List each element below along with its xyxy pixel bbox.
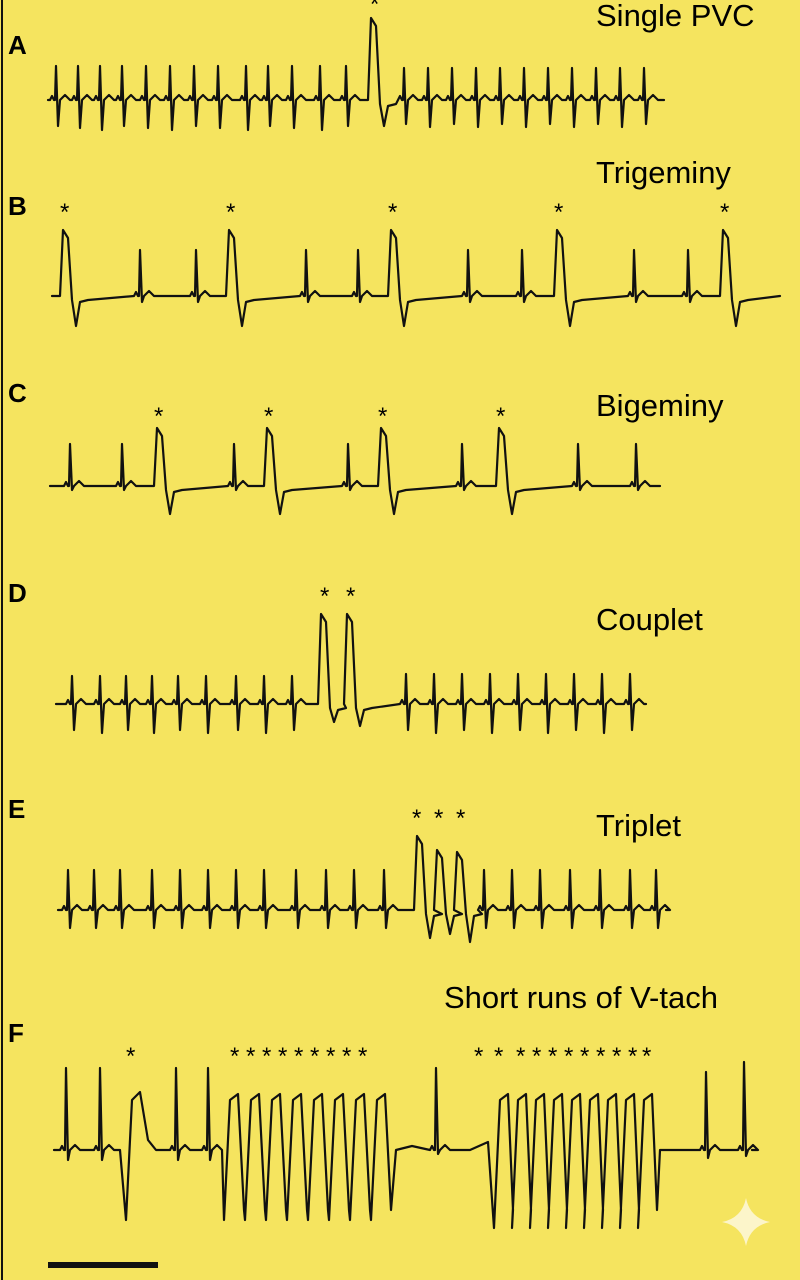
panel-title-a: Single PVC	[596, 0, 755, 33]
panel-letter-f: F	[8, 1018, 24, 1048]
ecg-waveform-c	[48, 426, 662, 516]
panel-d: D Couplet **	[8, 578, 703, 735]
pvc-marker: *	[60, 199, 69, 226]
pvc-marker: *	[474, 1043, 483, 1070]
pvc-marker: *	[226, 199, 235, 226]
pvc-marker: *	[230, 1043, 239, 1070]
panel-letter-a: A	[8, 30, 27, 60]
pvc-marker: *	[580, 1043, 589, 1070]
pvc-marker: *	[532, 1043, 541, 1070]
panel-letter-e: E	[8, 794, 25, 824]
pvc-marker: *	[494, 1043, 503, 1070]
panel-title-f: Short runs of V-tach	[444, 980, 718, 1015]
trace-f	[52, 1060, 760, 1230]
pvc-marker: *	[434, 805, 443, 832]
markers-b: * * * * *	[60, 199, 729, 226]
pvc-marker: *	[370, 0, 379, 18]
pvc-marker: *	[346, 583, 355, 610]
pvc-marker: *	[596, 1043, 605, 1070]
pvc-marker: *	[262, 1043, 271, 1070]
panel-e: E Triplet * * *	[8, 794, 681, 944]
panel-b: B Trigeminy * * * * *	[8, 155, 782, 328]
ecg-waveform-f	[52, 1060, 760, 1230]
pvc-marker: *	[412, 805, 421, 832]
pvc-marker: *	[264, 403, 273, 430]
markers-a: *	[370, 0, 379, 18]
pvc-marker: *	[126, 1043, 135, 1070]
pvc-marker: *	[456, 805, 465, 832]
pvc-marker: *	[278, 1043, 287, 1070]
pvc-marker: *	[642, 1043, 651, 1070]
pvc-marker: *	[320, 583, 329, 610]
panel-c: C Bigeminy * * * *	[8, 378, 724, 516]
markers-c: * * * *	[154, 403, 505, 430]
panel-title-c: Bigeminy	[596, 388, 724, 423]
pvc-marker: *	[310, 1043, 319, 1070]
markers-e: * * *	[412, 805, 465, 832]
pvc-marker: *	[388, 199, 397, 226]
pvc-marker: *	[564, 1043, 573, 1070]
sparkle-icon	[722, 1198, 770, 1246]
pvc-marker: *	[154, 403, 163, 430]
pvc-marker: *	[548, 1043, 557, 1070]
pvc-marker: *	[516, 1043, 525, 1070]
markers-f: *********************	[126, 1043, 651, 1070]
pvc-marker: *	[378, 403, 387, 430]
pvc-marker: *	[628, 1043, 637, 1070]
pvc-marker: *	[720, 199, 729, 226]
panel-a: A Single PVC *	[8, 0, 755, 132]
ecg-waveform-d	[54, 612, 648, 735]
pvc-marker: *	[294, 1043, 303, 1070]
ecg-waveform-a	[46, 16, 666, 132]
panel-letter-d: D	[8, 578, 27, 608]
markers-d: **	[320, 583, 355, 610]
panel-title-b: Trigeminy	[596, 155, 731, 190]
ecg-waveform-e	[56, 834, 672, 944]
ecg-waveform-b	[50, 228, 782, 328]
trace-b	[50, 228, 782, 328]
trace-c	[48, 426, 662, 516]
panel-title-d: Couplet	[596, 602, 703, 637]
panel-f: F Short runs of V-tach *****************…	[8, 980, 760, 1230]
panel-letter-c: C	[8, 378, 27, 408]
panel-title-e: Triplet	[596, 808, 681, 843]
trace-d	[54, 612, 648, 735]
trace-e	[56, 834, 672, 944]
pvc-marker: *	[554, 199, 563, 226]
trace-a	[46, 16, 666, 132]
pvc-marker: *	[496, 403, 505, 430]
panel-letter-b: B	[8, 191, 27, 221]
pvc-marker: *	[358, 1043, 367, 1070]
pvc-marker: *	[246, 1043, 255, 1070]
pvc-marker: *	[342, 1043, 351, 1070]
pvc-marker: *	[612, 1043, 621, 1070]
pvc-marker: *	[326, 1043, 335, 1070]
